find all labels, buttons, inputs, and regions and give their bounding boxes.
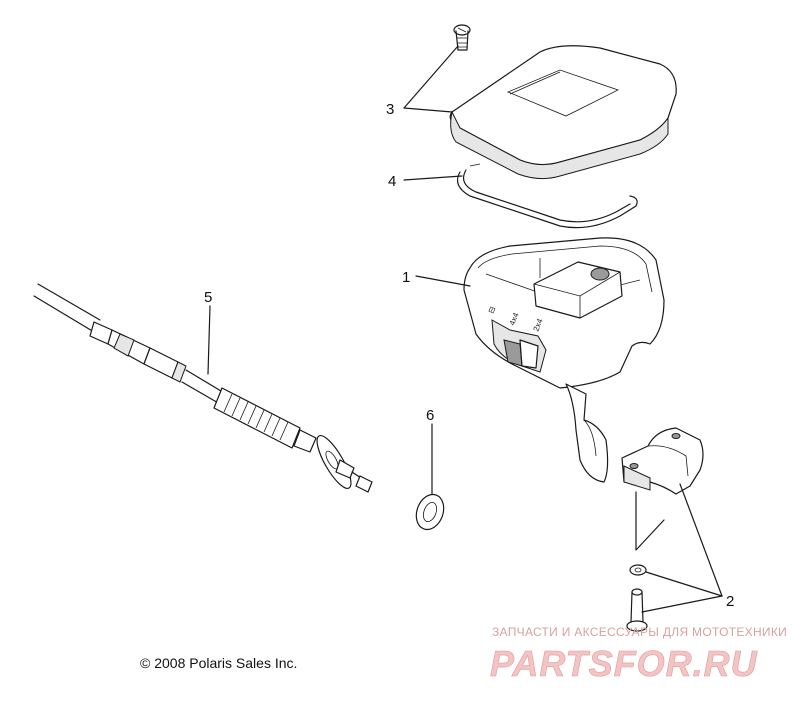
leader-lines — [207, 45, 723, 613]
lock-washer-icon — [629, 564, 647, 576]
copyright-text: © 2008 Polaris Sales Inc. — [140, 655, 297, 671]
watermark-tagline: ЗАПЧАСТИ И АКСЕССУАРЫ ДЛЯ МОТОТЕХНИКИ — [492, 625, 787, 639]
mode-mark-glyph: ⊟ — [487, 305, 498, 315]
screw-icon — [453, 24, 471, 51]
callout-5: 5 — [204, 289, 212, 306]
bolt-icon — [626, 588, 648, 632]
watermark-logo: PARTSFOR.RU — [490, 643, 758, 684]
cable-part-5 — [33, 283, 373, 493]
gasket-part-4 — [457, 163, 638, 229]
callout-2: 2 — [726, 593, 734, 610]
clamp-part-2 — [621, 427, 704, 632]
callout-1: 1 — [402, 269, 410, 286]
callout-6: 6 — [426, 407, 434, 424]
callout-3: 3 — [386, 101, 394, 118]
callout-4: 4 — [388, 173, 396, 190]
cover-part-3 — [449, 24, 677, 180]
o-ring-part-6 — [415, 493, 445, 531]
housing-part-1: ⊟ 4x4 2x4 — [463, 237, 665, 483]
